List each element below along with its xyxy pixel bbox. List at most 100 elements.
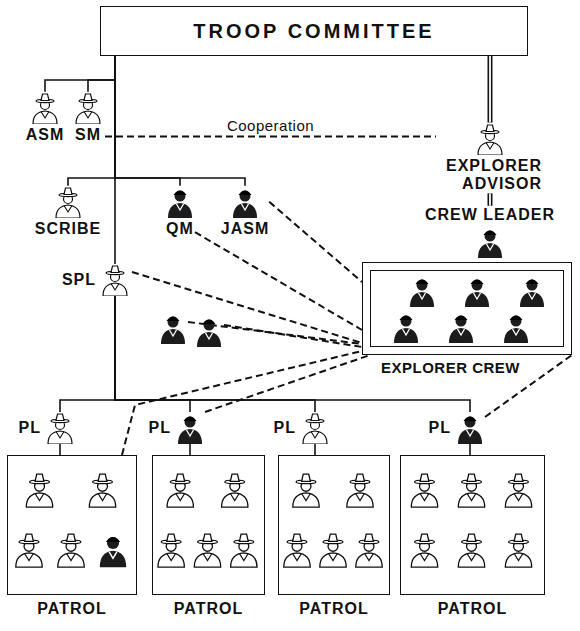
double-connector: [490, 56, 491, 123]
scout-figure: [411, 534, 437, 567]
scout-figure: [293, 474, 319, 507]
leader-figure: SM: [73, 92, 103, 144]
solid-connector: [115, 296, 190, 412]
dashed-leader: [224, 325, 362, 347]
explorer-figure: [394, 316, 418, 344]
scout-figure: [16, 534, 42, 567]
box-label: PATROL: [279, 600, 389, 618]
connector-line: [314, 444, 316, 455]
connector-line: [469, 444, 471, 455]
scout-figure: [231, 534, 257, 567]
double-line-inner: [489, 56, 491, 123]
connector-line: [205, 355, 370, 412]
person-figure: [455, 412, 485, 444]
scout-figure: [347, 474, 373, 507]
scout-figure: [26, 474, 52, 507]
officer-figure: JASM: [221, 186, 269, 238]
connector-line: [115, 296, 470, 412]
explorer-figure: [161, 317, 185, 345]
box-label: PATROL: [8, 600, 136, 618]
person-figure: [30, 92, 60, 124]
connector-line: [115, 56, 180, 186]
leader-figure: ASM: [26, 92, 65, 144]
scout-figure: [33, 94, 57, 124]
double-connector: [489, 193, 490, 205]
scout-figure: [458, 474, 484, 507]
explorer-figure: [410, 280, 434, 308]
patrol-figures: [401, 456, 542, 592]
role-label: PL: [274, 419, 296, 437]
person-figure: [175, 412, 205, 444]
person-figure: [475, 226, 505, 258]
patrol-box: PATROL: [7, 455, 137, 595]
crew-box: EXPLORER CREW: [362, 262, 572, 355]
dashed-connector: [205, 355, 370, 412]
explorer-figure: [504, 316, 528, 344]
connector-line: [45, 56, 115, 92]
solid-connector: [115, 56, 180, 186]
solid-connector: [45, 56, 115, 92]
patrol-box: PATROL: [152, 455, 265, 595]
person-figure: [53, 186, 83, 218]
connector-line: [68, 56, 115, 186]
person-figure: [475, 123, 505, 155]
advisor-figure: EXPLORER ADVISOR: [438, 123, 542, 194]
explorer-figure: [233, 190, 257, 218]
role-label: CREW LEADER: [425, 206, 555, 224]
patrol-box: PATROL: [278, 455, 390, 595]
patrol-box: PATROL: [400, 455, 545, 595]
scout-figure: [194, 534, 220, 567]
role-label: ASM: [26, 126, 65, 144]
solid-connector: [68, 56, 115, 186]
box-label: PATROL: [153, 600, 264, 618]
crew-leader-figure: CREW LEADER: [425, 206, 555, 258]
double-line-outer: [488, 56, 493, 123]
solid-connector: [60, 444, 61, 455]
explorer-figure: [449, 316, 473, 344]
double-line-outer: [487, 193, 492, 205]
scout-figure: [303, 414, 327, 444]
spl-figure: SPL: [62, 264, 130, 296]
explorer-figure: [478, 231, 502, 259]
role-label: SCRIBE: [35, 220, 101, 238]
connector-line: [88, 56, 115, 92]
connector-line: [269, 202, 362, 282]
scout-figure: [58, 534, 84, 567]
patrol-figures: [279, 456, 387, 592]
officer-figure: QM: [165, 186, 195, 238]
explorer-figure: [465, 280, 489, 308]
dashed-connector: [132, 272, 362, 343]
box-label: EXPLORER CREW: [381, 359, 520, 376]
role-label: SPL: [62, 271, 96, 289]
person-figure: [165, 186, 195, 218]
role-label: EXPLORER ADVISOR: [438, 157, 542, 194]
connector-line: [122, 351, 362, 455]
scout-figure: [478, 125, 502, 155]
pl-figure: PL: [149, 412, 205, 444]
explorer-figure: [458, 417, 482, 445]
connector-line: [105, 136, 436, 138]
connector-line: [114, 56, 116, 264]
scout-figure: [103, 266, 127, 296]
role-label: QM: [166, 220, 194, 238]
connector-line: [195, 232, 362, 330]
role-label: PL: [429, 419, 451, 437]
pl-figure: PL: [19, 412, 75, 444]
explorer-figure: [520, 280, 544, 308]
solid-connector: [115, 296, 470, 412]
dashed-connector: [122, 351, 362, 455]
role-label: SM: [75, 126, 101, 144]
person-figure: [230, 186, 260, 218]
person-figure: [45, 412, 75, 444]
scout-figure: [284, 534, 310, 567]
solid-connector: [315, 444, 316, 455]
patrol-figures: [8, 456, 134, 592]
explorer-figure: [178, 417, 202, 445]
scout-figure: [411, 474, 437, 507]
person-figure: [100, 264, 130, 296]
scout-figure: [48, 414, 72, 444]
dashed-connector: [269, 202, 362, 282]
solid-connector: [470, 444, 471, 455]
scout-figure: [356, 534, 382, 567]
